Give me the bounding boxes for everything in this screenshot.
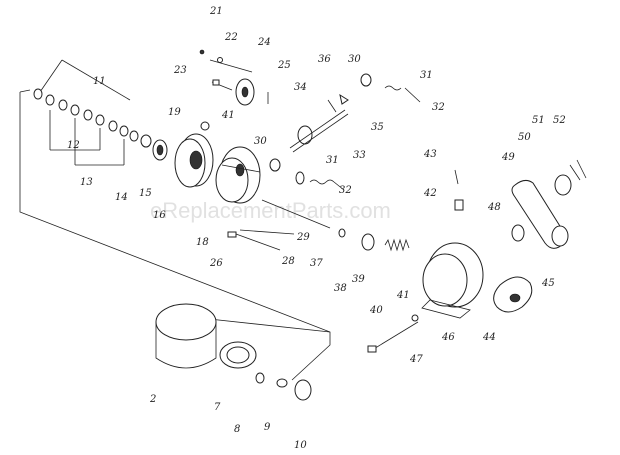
cup-2 [155,303,217,369]
ring-7 [219,341,257,369]
label-7: 7 [214,402,221,413]
pin-23-head [212,79,220,86]
label-25: 25 [277,60,291,71]
label-43: 43 [423,149,437,160]
label-31-top: 31 [420,70,433,81]
label-15: 15 [139,188,152,199]
label-44: 44 [482,332,496,343]
label-18: 18 [196,237,209,248]
label-50: 50 [518,132,531,143]
label-33: 33 [353,150,366,161]
spool-16 [174,133,214,188]
label-22: 22 [224,32,238,43]
screw-21 [199,49,205,55]
label-13: 13 [80,177,93,188]
label-32-top: 32 [432,102,445,113]
washer-22 [217,57,223,63]
label-23: 23 [173,65,187,76]
label-30-mid: 30 [254,136,267,147]
parts-30-31-32-lower [269,158,345,191]
label-37: 37 [310,258,323,269]
label-24: 24 [257,37,271,48]
label-8: 8 [234,424,240,435]
bushing-48 [511,224,525,242]
label-14: 14 [115,192,128,203]
label-46: 46 [441,332,455,343]
leader-lines-11-13 [49,110,125,166]
label-10: 10 [294,440,307,451]
watermark-text: eReplacementParts.com [150,198,391,223]
label-40: 40 [369,305,383,316]
label-48: 48 [487,202,501,213]
label-38: 38 [334,283,347,294]
label-41-mid: 41 [221,110,235,121]
label-11: 11 [93,76,106,87]
screw-47 [367,314,419,353]
label-30-top: 30 [348,54,361,65]
label-41-low: 41 [396,290,410,301]
label-28: 28 [281,256,295,267]
gear-24 [209,59,255,106]
rod-37 [261,199,410,252]
drag-plate-18 [215,146,261,204]
label-39: 39 [352,274,365,285]
label-21: 21 [209,6,223,17]
washer-stack-11 [33,88,152,148]
label-35: 35 [371,122,384,133]
shaft-33 [289,109,349,153]
knob-45 [493,276,533,313]
washer-8 [255,372,265,384]
spring-31-top [384,85,421,103]
handle-49 [511,159,587,249]
label-31-mid: 31 [326,155,339,166]
washer-19 [200,121,210,131]
label-12: 12 [67,140,80,151]
housing-44 [421,242,484,319]
parts-34-36 [327,73,372,113]
label-26: 26 [209,258,223,269]
bearing-15 [152,139,168,161]
label-36: 36 [318,54,331,65]
washer-9 [276,378,288,388]
label-16: 16 [153,210,166,221]
label-49: 49 [501,152,515,163]
label-42: 42 [423,188,437,199]
bracket-lines [19,59,331,381]
pin-43 [454,169,459,185]
part-42 [454,199,464,211]
label-29: 29 [296,232,310,243]
label-9: 9 [264,422,271,433]
label-32-mid: 32 [339,185,352,196]
label-47: 47 [409,354,423,365]
label-45: 45 [541,278,555,289]
washer-10 [294,379,312,401]
label-51: 51 [532,115,545,126]
label-19: 19 [168,107,181,118]
part-number-labels: 21 22 24 23 25 36 30 31 32 34 35 33 11 1… [67,6,566,451]
label-34: 34 [294,82,307,93]
label-52: 52 [553,115,566,126]
label-2: 2 [149,394,156,405]
screws-26-28-29 [227,229,295,251]
